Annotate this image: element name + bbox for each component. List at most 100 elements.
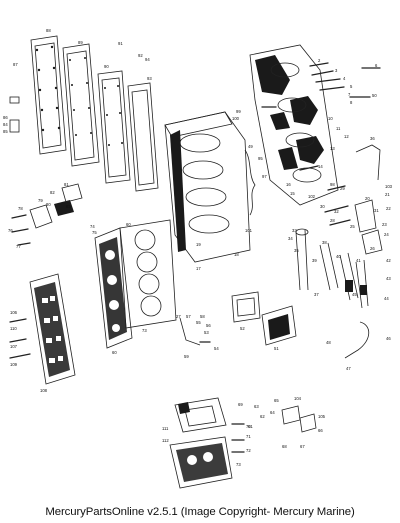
part-label: 112 xyxy=(162,438,169,443)
part-label: 44 xyxy=(384,296,389,301)
part-label: 63 xyxy=(254,404,259,409)
part-label: 2 xyxy=(318,58,321,63)
part-label: 37 xyxy=(314,292,319,297)
part-label: 16 xyxy=(286,182,291,187)
part-label: 64 xyxy=(270,410,275,415)
part-label: 108 xyxy=(40,388,48,393)
cylinder-head-60 xyxy=(94,227,133,349)
part-label: 4 xyxy=(343,76,346,81)
part-label: 22 xyxy=(386,206,391,211)
part-label: 92 xyxy=(138,53,143,58)
exploded-parts-diagram: 88 89 87 91 92 94 90 93 8 6 84 85 2 3 4 5… xyxy=(3,28,393,489)
part-label: 36 xyxy=(370,136,375,141)
part-label: 94 xyxy=(145,57,150,62)
water-tube xyxy=(355,144,381,181)
part-label: 13 xyxy=(330,146,335,151)
part-label: 66 xyxy=(318,428,323,433)
cylinder-block xyxy=(164,111,256,263)
part-label: 60 xyxy=(112,350,117,355)
part-label: 30 xyxy=(320,204,325,209)
part-label: 78 xyxy=(18,206,23,211)
part-label: 58 xyxy=(200,314,205,319)
part-label: 97 xyxy=(262,174,267,179)
part-label: 28 xyxy=(330,218,335,223)
cylinder-head-cover-88 xyxy=(30,35,67,155)
part-label: 33 xyxy=(292,228,297,233)
part-label: 15 xyxy=(290,191,295,196)
head-gasket-73 xyxy=(119,219,177,329)
gasket-93 xyxy=(127,82,159,192)
part-label: 40 xyxy=(336,254,341,259)
part-label: 101 xyxy=(245,228,253,233)
part-label: 55 xyxy=(196,320,201,325)
copyright-caption: MercuryPartsOnline v2.5.1 (Image Copyrig… xyxy=(45,506,355,518)
bracket-59 xyxy=(179,317,211,346)
part-label: 69 xyxy=(238,402,243,407)
exhaust-adapter-plate xyxy=(174,397,227,433)
part-label: 72 xyxy=(246,448,251,453)
part-label: 89 xyxy=(78,40,83,45)
part-label: 99 xyxy=(236,109,241,114)
part-label: 71 xyxy=(246,434,251,439)
part-label: 8 xyxy=(350,100,353,105)
gasket-52 xyxy=(231,291,261,323)
part-label: 9 xyxy=(280,116,283,121)
part-label: 48 xyxy=(326,340,331,345)
part-label: 43 xyxy=(386,276,391,281)
part-label: 60 xyxy=(126,222,131,227)
crankcase-half xyxy=(249,44,339,206)
part-label: 50 xyxy=(372,93,377,98)
part-label: 88 xyxy=(46,28,51,33)
part-label: 81 xyxy=(64,182,69,187)
part-label: 19 xyxy=(196,242,201,247)
part-label: 90 xyxy=(104,64,109,69)
part-number-labels: 88 89 87 91 92 94 90 93 8 6 84 85 2 3 4 5… xyxy=(3,28,393,467)
part-label: 111 xyxy=(162,426,169,431)
part-label: 6 xyxy=(375,63,378,68)
part-label: 106 xyxy=(10,310,18,315)
part-label: 20 xyxy=(365,196,370,201)
part-label: 103 xyxy=(385,184,393,189)
part-label: 38 xyxy=(322,240,327,245)
part-label: 47 xyxy=(346,366,351,371)
part-label: 24 xyxy=(384,232,389,237)
part-label: 11 xyxy=(336,126,341,131)
part-label: 110 xyxy=(10,326,17,331)
part-label: 51 xyxy=(274,346,279,351)
part-label: 59 xyxy=(184,354,189,359)
part-label: 45 xyxy=(352,292,357,297)
part-label: 85 xyxy=(3,129,8,134)
part-label: 54 xyxy=(214,346,219,351)
part-label: 102 xyxy=(308,194,316,199)
part-label: 104 xyxy=(294,396,302,401)
part-label: 56 xyxy=(206,323,211,328)
part-label: 18 xyxy=(234,252,239,257)
connecting-rods xyxy=(295,228,369,309)
part-label: 21 xyxy=(385,192,390,197)
part-label: 32 xyxy=(334,209,339,214)
part-label: 91 xyxy=(118,41,123,46)
part-label: 3 xyxy=(335,68,338,73)
hose-47 xyxy=(344,321,370,359)
part-label: 82 xyxy=(50,190,55,195)
part-label: 57 xyxy=(186,314,191,319)
part-label: 27 xyxy=(176,314,181,319)
part-label: 70 xyxy=(246,424,251,429)
part-label: 12 xyxy=(344,134,349,139)
part-label: 23 xyxy=(382,222,387,227)
part-label: 79 xyxy=(38,198,43,203)
part-label: 84 xyxy=(3,122,8,127)
part-label: 77 xyxy=(16,244,21,249)
part-label: 73 xyxy=(236,462,241,467)
part-label: 39 xyxy=(312,258,317,263)
crankcase-bolts xyxy=(261,62,381,171)
decal-87 xyxy=(9,96,20,104)
part-label: 83 xyxy=(66,204,71,209)
part-label: 75 xyxy=(92,230,97,235)
part-label: 76 xyxy=(8,228,13,233)
part-label: 109 xyxy=(10,362,18,367)
part-label: 93 xyxy=(147,76,152,81)
part-label: 41 xyxy=(356,258,361,263)
part-label: 87 xyxy=(13,62,18,67)
part-label: 10 xyxy=(328,116,333,121)
